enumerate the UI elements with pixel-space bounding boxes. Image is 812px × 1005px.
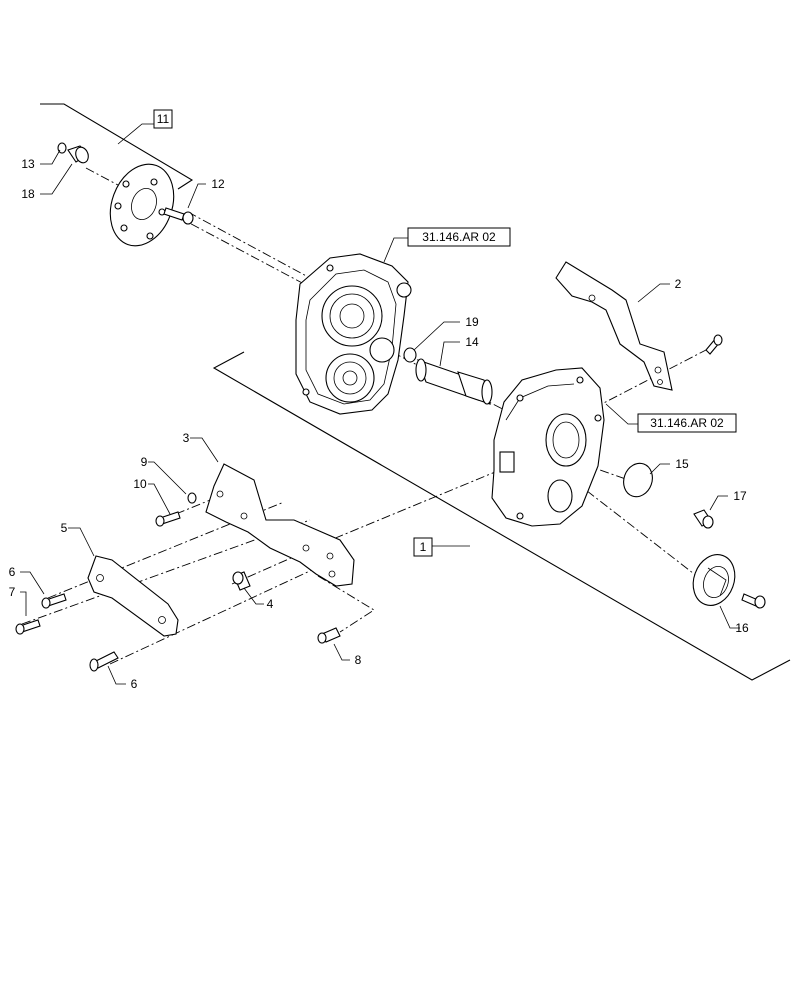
reference-box-right[interactable] <box>637 413 737 433</box>
bolt-part-7 <box>15 619 41 635</box>
callout-9: 9 <box>141 455 148 469</box>
o-ring-part-19 <box>403 347 417 363</box>
main-housing-part-1 <box>491 367 605 527</box>
washer-part-9 <box>187 492 197 504</box>
assembly-11-boundary <box>40 103 194 190</box>
reference-label-top[interactable]: 31.146.AR 02 <box>422 230 496 244</box>
pump-cover-part-16 <box>692 554 766 609</box>
pin-part-18 <box>67 145 89 164</box>
callout-6-lower: 6 <box>131 677 138 691</box>
disk-part-15 <box>623 462 653 498</box>
reference-label-right[interactable]: 31.146.AR 02 <box>650 416 724 430</box>
bolt-part-12 <box>163 207 194 225</box>
callout-12: 12 <box>211 177 225 191</box>
callout-17: 17 <box>733 489 747 503</box>
bracket-plate-part-3 <box>205 463 355 587</box>
bolt-part-10 <box>155 511 181 527</box>
callout-16: 16 <box>735 621 749 635</box>
assembly-1-boundary <box>212 351 791 681</box>
callout-11: 11 <box>157 112 170 126</box>
cover-plate-part-11 <box>109 163 175 247</box>
shaft-part-14 <box>415 358 493 405</box>
reference-box-top[interactable] <box>407 227 511 247</box>
callout-2: 2 <box>675 277 682 291</box>
bolt-part-6-lower <box>89 651 119 672</box>
callout-13: 13 <box>21 157 35 171</box>
screw-part-8 <box>317 627 341 644</box>
callout-18: 18 <box>21 187 35 201</box>
leader-lines <box>20 123 740 685</box>
callout-15: 15 <box>675 457 689 471</box>
callout-10: 10 <box>133 477 147 491</box>
callout-4: 4 <box>267 597 274 611</box>
spacer-part-4 <box>232 571 251 591</box>
bolt-part-6-upper <box>41 593 67 609</box>
gearbox-housing <box>295 253 412 415</box>
bolt-part-2a <box>705 334 723 355</box>
lower-plate-part-5 <box>87 555 179 637</box>
callout-19: 19 <box>465 315 479 329</box>
callout-6-upper: 6 <box>9 565 16 579</box>
callout-3: 3 <box>183 431 190 445</box>
callout-7: 7 <box>9 585 16 599</box>
screw-part-17 <box>693 509 714 529</box>
callout-14: 14 <box>465 335 479 349</box>
reference-box-1 <box>413 537 433 557</box>
reference-box-11 <box>153 109 173 129</box>
callout-8: 8 <box>355 653 362 667</box>
bracket-part-2 <box>555 261 673 391</box>
callout-labels: 11 1 13 18 12 19 14 2 15 17 16 3 9 10 5 … <box>9 112 749 691</box>
callout-1: 1 <box>420 540 427 554</box>
callout-5: 5 <box>61 521 68 535</box>
